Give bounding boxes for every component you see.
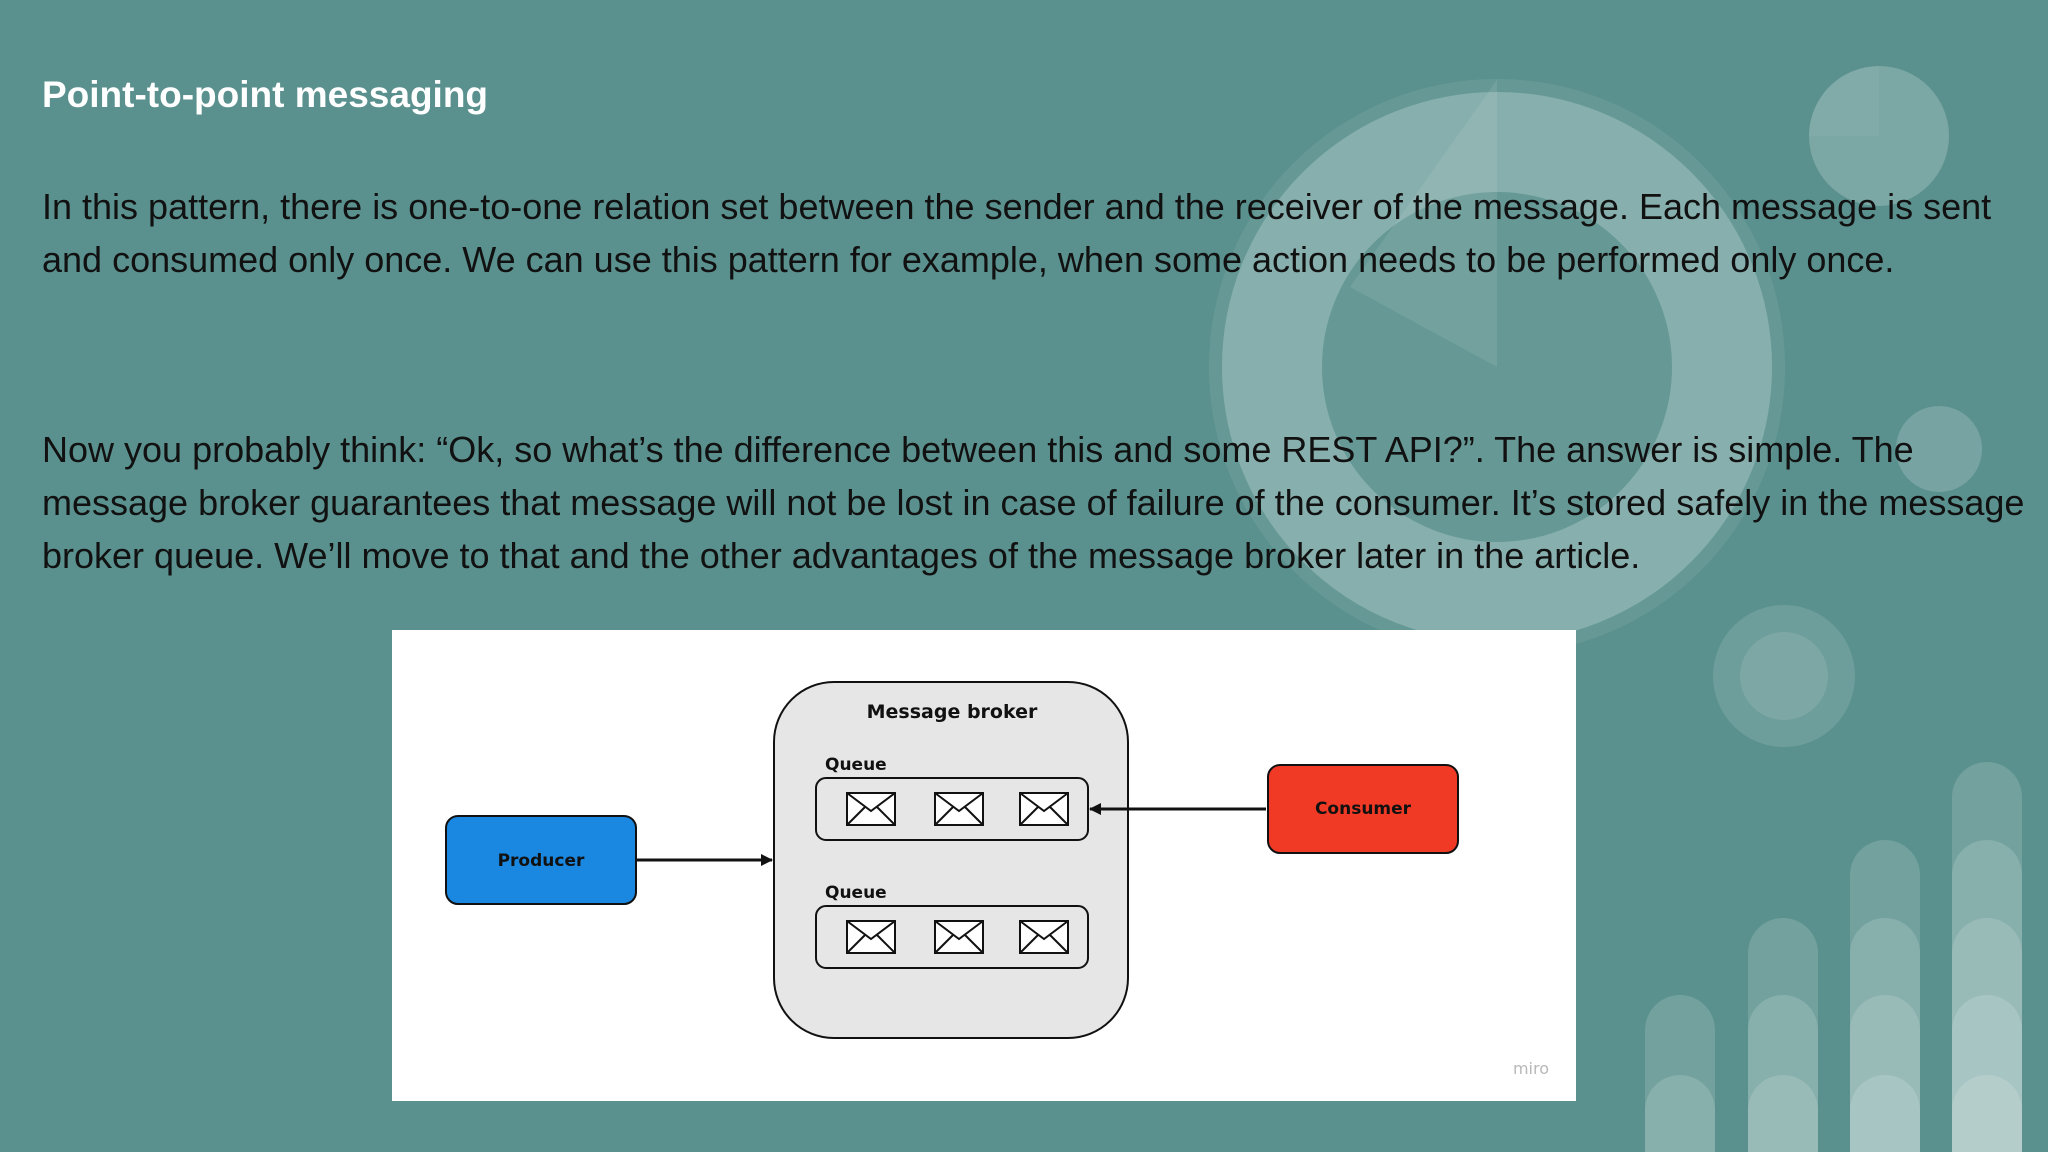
queue-1-label: Queue [825, 755, 887, 775]
intro-paragraph: In this pattern, there is one-to-one rel… [42, 186, 1992, 280]
envelope-icon [846, 792, 896, 826]
consumer-label: Consumer [1315, 799, 1412, 819]
message-broker: Message broker [773, 681, 1129, 1039]
messaging-diagram: Message broker Queue Queue Producer Cons… [392, 630, 1576, 1101]
envelope-icon [1019, 792, 1069, 826]
producer-label: Producer [498, 851, 585, 871]
bar-decoration [1645, 762, 2022, 1152]
envelope-icon [934, 792, 984, 826]
queue-2-label: Queue [825, 883, 887, 903]
diagram-canvas: Message broker Queue Queue Producer Cons… [445, 681, 1549, 1078]
consumer-node: Consumer [1267, 764, 1459, 854]
explanation-paragraph: Now you probably think: “Ok, so what’s t… [42, 429, 2025, 576]
broker-label: Message broker [867, 701, 1038, 723]
queue-2: Queue [815, 883, 1089, 969]
envelope-icon [934, 920, 984, 954]
producer-node: Producer [445, 815, 637, 905]
slide-title: Point-to-point messaging [42, 74, 489, 115]
envelope-icon [846, 920, 896, 954]
miro-watermark: miro [1513, 1059, 1549, 1078]
queue-1: Queue [815, 755, 1089, 841]
envelope-icon [1019, 920, 1069, 954]
ring-decoration [1713, 605, 1855, 747]
pie-decoration-small [1809, 66, 1982, 492]
donut-chart-decoration [1209, 79, 1785, 655]
